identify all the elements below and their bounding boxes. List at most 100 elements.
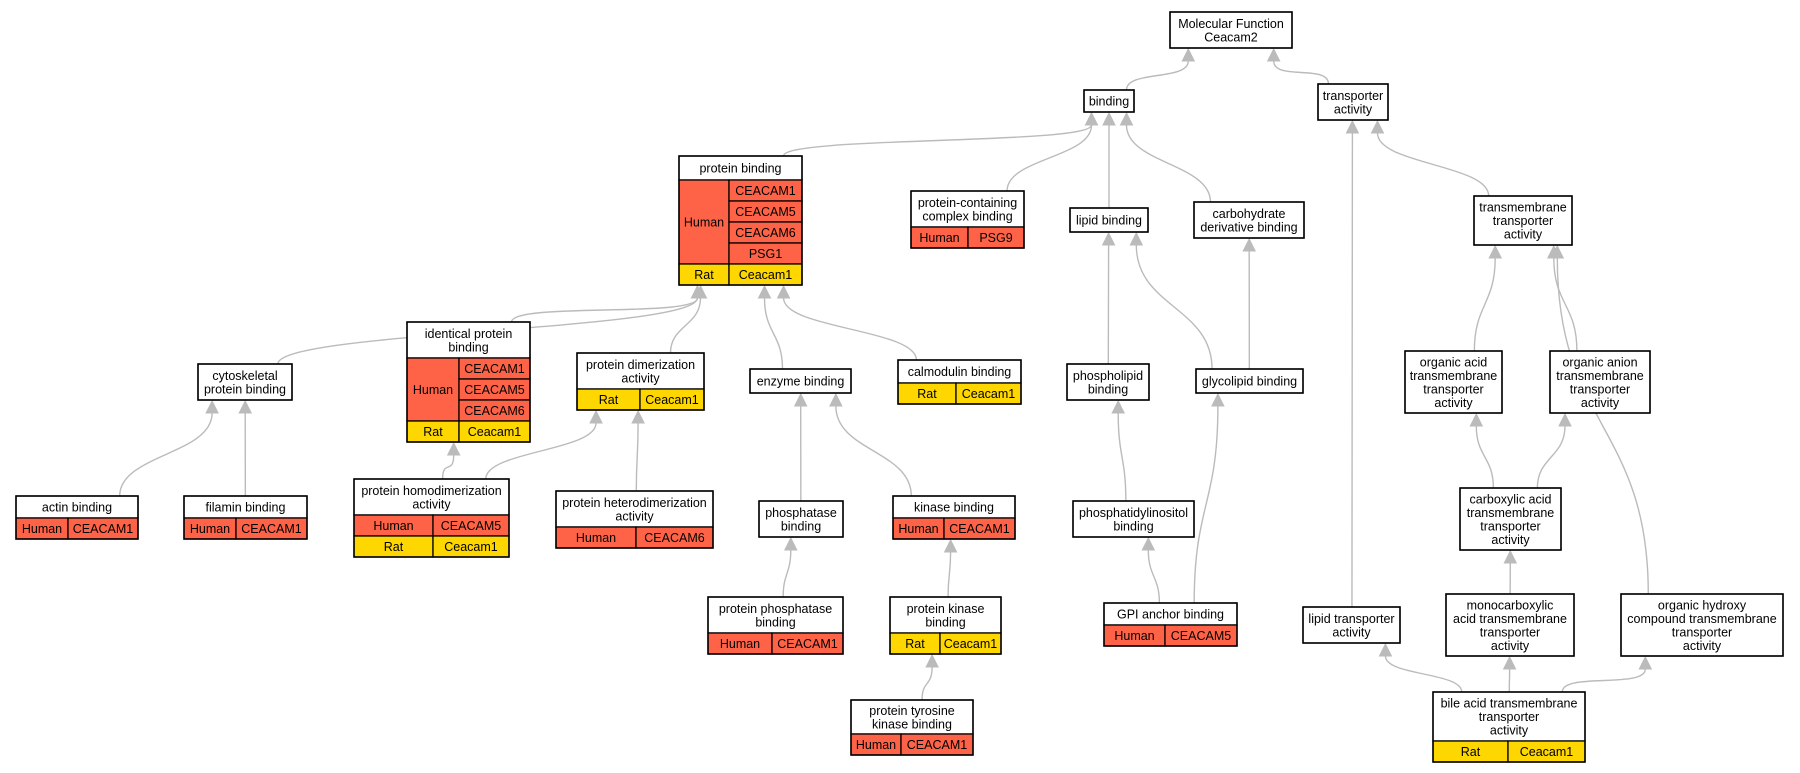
arrowhead-icon bbox=[1550, 244, 1565, 259]
edge-binding-to-mf bbox=[1125, 60, 1189, 91]
edge-oanion-to-tm-transporter bbox=[1553, 257, 1578, 352]
gene-label: CEACAM6 bbox=[735, 226, 795, 240]
node-label: enzyme binding bbox=[757, 375, 845, 389]
gene-label: CEACAM1 bbox=[907, 738, 967, 752]
node-box bbox=[1169, 11, 1293, 49]
node-label: organic acid bbox=[1420, 355, 1487, 369]
node-border bbox=[910, 190, 1025, 249]
edge-gpi-to-glycolipid bbox=[1193, 405, 1219, 604]
node-label: transmembrane bbox=[1556, 369, 1644, 383]
gene-label: Ceacam1 bbox=[944, 637, 998, 651]
species-label: Human bbox=[22, 522, 62, 536]
gene-label: Ceacam1 bbox=[468, 425, 522, 439]
node-border bbox=[1195, 368, 1304, 394]
arrowhead-icon bbox=[1129, 231, 1144, 246]
node-border bbox=[1432, 691, 1586, 763]
node-oanion: organic aniontransmembranetransporteract… bbox=[1549, 350, 1651, 414]
node-label: carbohydrate bbox=[1213, 207, 1286, 221]
node-border bbox=[897, 359, 1022, 405]
node-label: activity bbox=[1683, 639, 1722, 653]
edge-gpi-to-pip bbox=[1147, 549, 1161, 604]
arrowhead-icon bbox=[925, 653, 939, 668]
gene-label: CEACAM5 bbox=[464, 383, 524, 397]
node-label: transporter bbox=[1480, 519, 1540, 533]
species-cell bbox=[678, 179, 730, 265]
arrowhead-icon bbox=[1378, 642, 1393, 657]
node-label: Molecular Function bbox=[1178, 17, 1284, 31]
arrowhead-icon bbox=[829, 392, 843, 407]
gene-label: CEACAM6 bbox=[644, 531, 704, 545]
arrowhead-icon bbox=[1119, 111, 1134, 126]
edge-carboxylic-to-oanion bbox=[1536, 425, 1566, 489]
node-border bbox=[197, 363, 293, 401]
gene-label: Ceacam1 bbox=[645, 393, 699, 407]
node-border bbox=[406, 321, 531, 443]
arrowhead-icon bbox=[1558, 412, 1572, 427]
node-label: monocarboxylic bbox=[1467, 598, 1554, 612]
node-label: Ceacam2 bbox=[1204, 30, 1258, 44]
gene-label: CEACAM6 bbox=[464, 404, 524, 418]
node-border bbox=[1169, 11, 1293, 49]
edge-identical-to-protein-binding bbox=[510, 297, 699, 323]
gene-label: CEACAM5 bbox=[735, 205, 795, 219]
arrowhead-icon bbox=[1502, 655, 1517, 670]
node-label: protein kinase bbox=[907, 602, 985, 616]
node-box bbox=[758, 500, 844, 538]
node-label: transmembrane bbox=[1410, 369, 1498, 383]
species-label: Human bbox=[898, 522, 938, 536]
gene-label: CEACAM1 bbox=[735, 184, 795, 198]
node-oacid: organic acidtransmembranetransporteracti… bbox=[1404, 350, 1503, 414]
node-label: lipid transporter bbox=[1308, 612, 1394, 626]
species-label: Human bbox=[720, 637, 760, 651]
node-label: binding bbox=[925, 615, 965, 629]
node-label: protein tyrosine bbox=[869, 704, 955, 718]
node-glycolipid: glycolipid binding bbox=[1195, 368, 1304, 394]
node-label: organic hydroxy bbox=[1658, 598, 1747, 612]
arrowhead-icon bbox=[1266, 47, 1281, 62]
species-label: Human bbox=[919, 231, 959, 245]
node-border bbox=[892, 495, 1016, 540]
node-lipid-binding: lipid binding bbox=[1069, 207, 1149, 233]
node-label: filamin binding bbox=[206, 501, 286, 515]
node-label: binding bbox=[755, 615, 795, 629]
arrowhead-icon bbox=[793, 392, 808, 407]
node-label: actin binding bbox=[42, 501, 112, 515]
node-label: protein phosphatase bbox=[719, 602, 832, 616]
node-label: phosphatidylinositol bbox=[1079, 506, 1188, 520]
edge-tm-transporter-to-transporter bbox=[1376, 132, 1490, 197]
node-label: activity bbox=[615, 509, 654, 523]
arrowhead-icon bbox=[1141, 536, 1156, 551]
node-bile: bile acid transmembranetransporteractivi… bbox=[1432, 691, 1586, 763]
node-label: bile acid transmembrane bbox=[1441, 697, 1578, 711]
node-label: protein binding bbox=[699, 162, 781, 176]
species-label: Rat bbox=[694, 268, 714, 282]
node-label: cytoskeletal bbox=[212, 369, 277, 383]
node-label: lipid binding bbox=[1076, 214, 1142, 228]
arrowhead-icon bbox=[238, 399, 253, 414]
node-label: kinase binding bbox=[914, 501, 994, 515]
node-label: binding bbox=[448, 340, 488, 354]
arrowhead-icon bbox=[631, 409, 645, 424]
node-border bbox=[850, 699, 974, 756]
node-protein-binding: protein bindingHumanCEACAM1CEACAM5CEACAM… bbox=[678, 155, 803, 286]
species-label: Rat bbox=[599, 393, 619, 407]
node-border bbox=[889, 596, 1002, 655]
species-label: Human bbox=[373, 519, 413, 533]
arrowhead-icon bbox=[1488, 244, 1503, 259]
node-box bbox=[1620, 593, 1784, 657]
arrowhead-icon bbox=[1503, 549, 1518, 564]
node-label: glycolipid binding bbox=[1202, 375, 1297, 389]
node-label: acid transmembrane bbox=[1453, 612, 1567, 626]
species-cell bbox=[406, 357, 460, 422]
node-label: transmembrane bbox=[1467, 506, 1555, 520]
